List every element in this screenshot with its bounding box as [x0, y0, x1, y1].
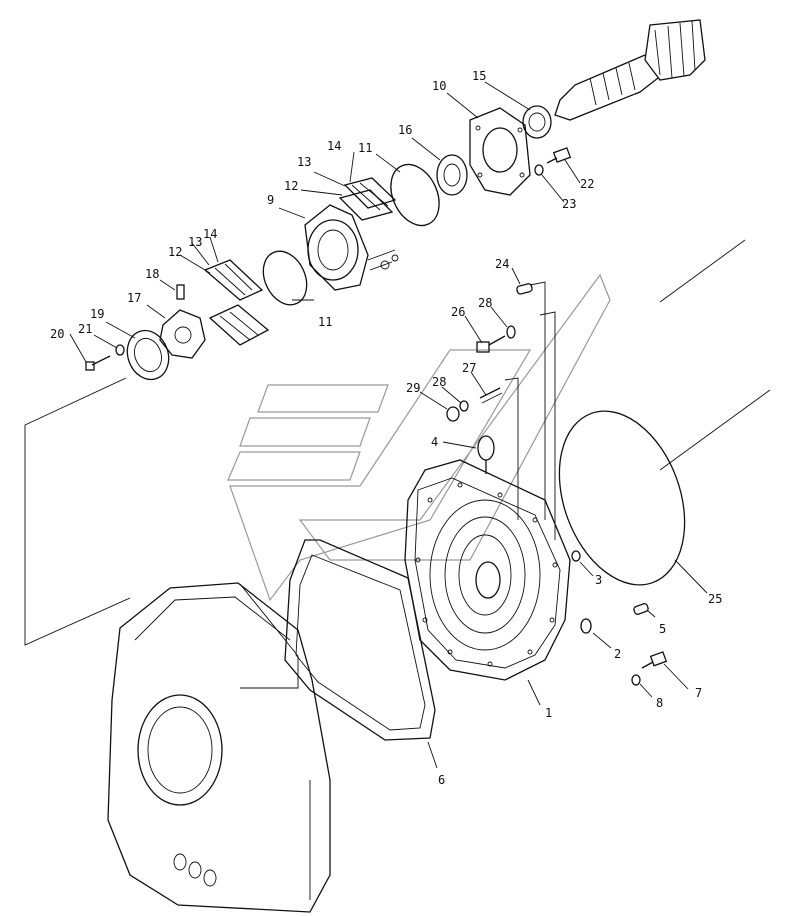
callout-17: 17	[127, 291, 141, 305]
plug-29	[446, 406, 460, 422]
callout-3: 3	[595, 573, 602, 587]
callout-5: 5	[659, 622, 666, 636]
bearing-cover-10	[469, 107, 531, 196]
callout-18: 18	[145, 267, 159, 281]
washer-21	[115, 344, 125, 356]
callout-13a: 13	[297, 155, 311, 169]
callout-16: 16	[398, 123, 412, 137]
callout-11a: 11	[358, 141, 372, 155]
callout-19: 19	[90, 307, 104, 321]
transmission-case-1	[404, 459, 571, 681]
bolt-22	[546, 147, 572, 164]
callout-1: 1	[545, 706, 552, 720]
o-ring-11-upper	[390, 163, 440, 227]
callout-14b: 14	[203, 227, 217, 241]
washer-28-upper	[506, 325, 516, 339]
pin-5	[633, 603, 649, 615]
leader-lines	[69, 81, 708, 769]
gasket-6	[284, 539, 436, 741]
spider-17	[159, 309, 206, 359]
plate-19	[126, 329, 170, 381]
bolt-26	[476, 335, 506, 353]
callout-22: 22	[580, 177, 594, 191]
callout-27: 27	[462, 361, 476, 375]
eyebolt-4	[477, 435, 495, 474]
callout-7: 7	[695, 686, 702, 700]
bearing-16	[436, 154, 468, 196]
pin-18	[176, 284, 185, 300]
seal-rings-upper	[338, 177, 397, 221]
callout-24: 24	[495, 257, 509, 271]
o-ring-11-lower	[262, 250, 308, 306]
callout-26: 26	[451, 305, 465, 319]
callout-20: 20	[50, 327, 64, 341]
callout-21: 21	[78, 322, 92, 336]
callout-12b: 12	[168, 245, 182, 259]
seal-rings-lower	[203, 259, 270, 346]
guide-lines	[24, 239, 771, 646]
callout-25: 25	[708, 592, 722, 606]
plug-3	[571, 550, 581, 562]
bolt-27	[479, 387, 503, 404]
callout-10: 10	[432, 79, 446, 93]
pinion-shaft	[554, 19, 706, 121]
bolt-20	[85, 355, 111, 371]
flywheel-housing	[107, 582, 331, 913]
o-ring-25	[558, 410, 686, 586]
callout-28a: 28	[478, 296, 492, 310]
callout-23: 23	[562, 197, 576, 211]
carrier-9	[304, 204, 399, 291]
callout-9: 9	[267, 193, 274, 207]
callout-13b: 13	[188, 235, 202, 249]
callout-labels: 1 2 3 4 5 6 7 8 9 10 11 11 12 12 13 13 1…	[50, 69, 722, 787]
dowel-24	[516, 283, 533, 295]
plug-2	[580, 618, 592, 634]
callout-12a: 12	[284, 179, 298, 193]
washer-8	[631, 674, 641, 686]
washer-23	[534, 164, 544, 176]
bearing-15	[522, 105, 552, 139]
fitting-7	[641, 651, 668, 669]
callout-28b: 28	[432, 375, 446, 389]
callout-14a: 14	[327, 139, 341, 153]
callout-11b: 11	[318, 315, 332, 329]
callout-2: 2	[614, 647, 621, 661]
callout-6: 6	[438, 773, 445, 787]
washer-28-lower	[459, 400, 469, 412]
callout-29: 29	[406, 381, 420, 395]
callout-15: 15	[472, 69, 486, 83]
callout-8: 8	[656, 696, 663, 710]
watermark-logo	[227, 273, 611, 602]
callout-4: 4	[431, 435, 438, 449]
